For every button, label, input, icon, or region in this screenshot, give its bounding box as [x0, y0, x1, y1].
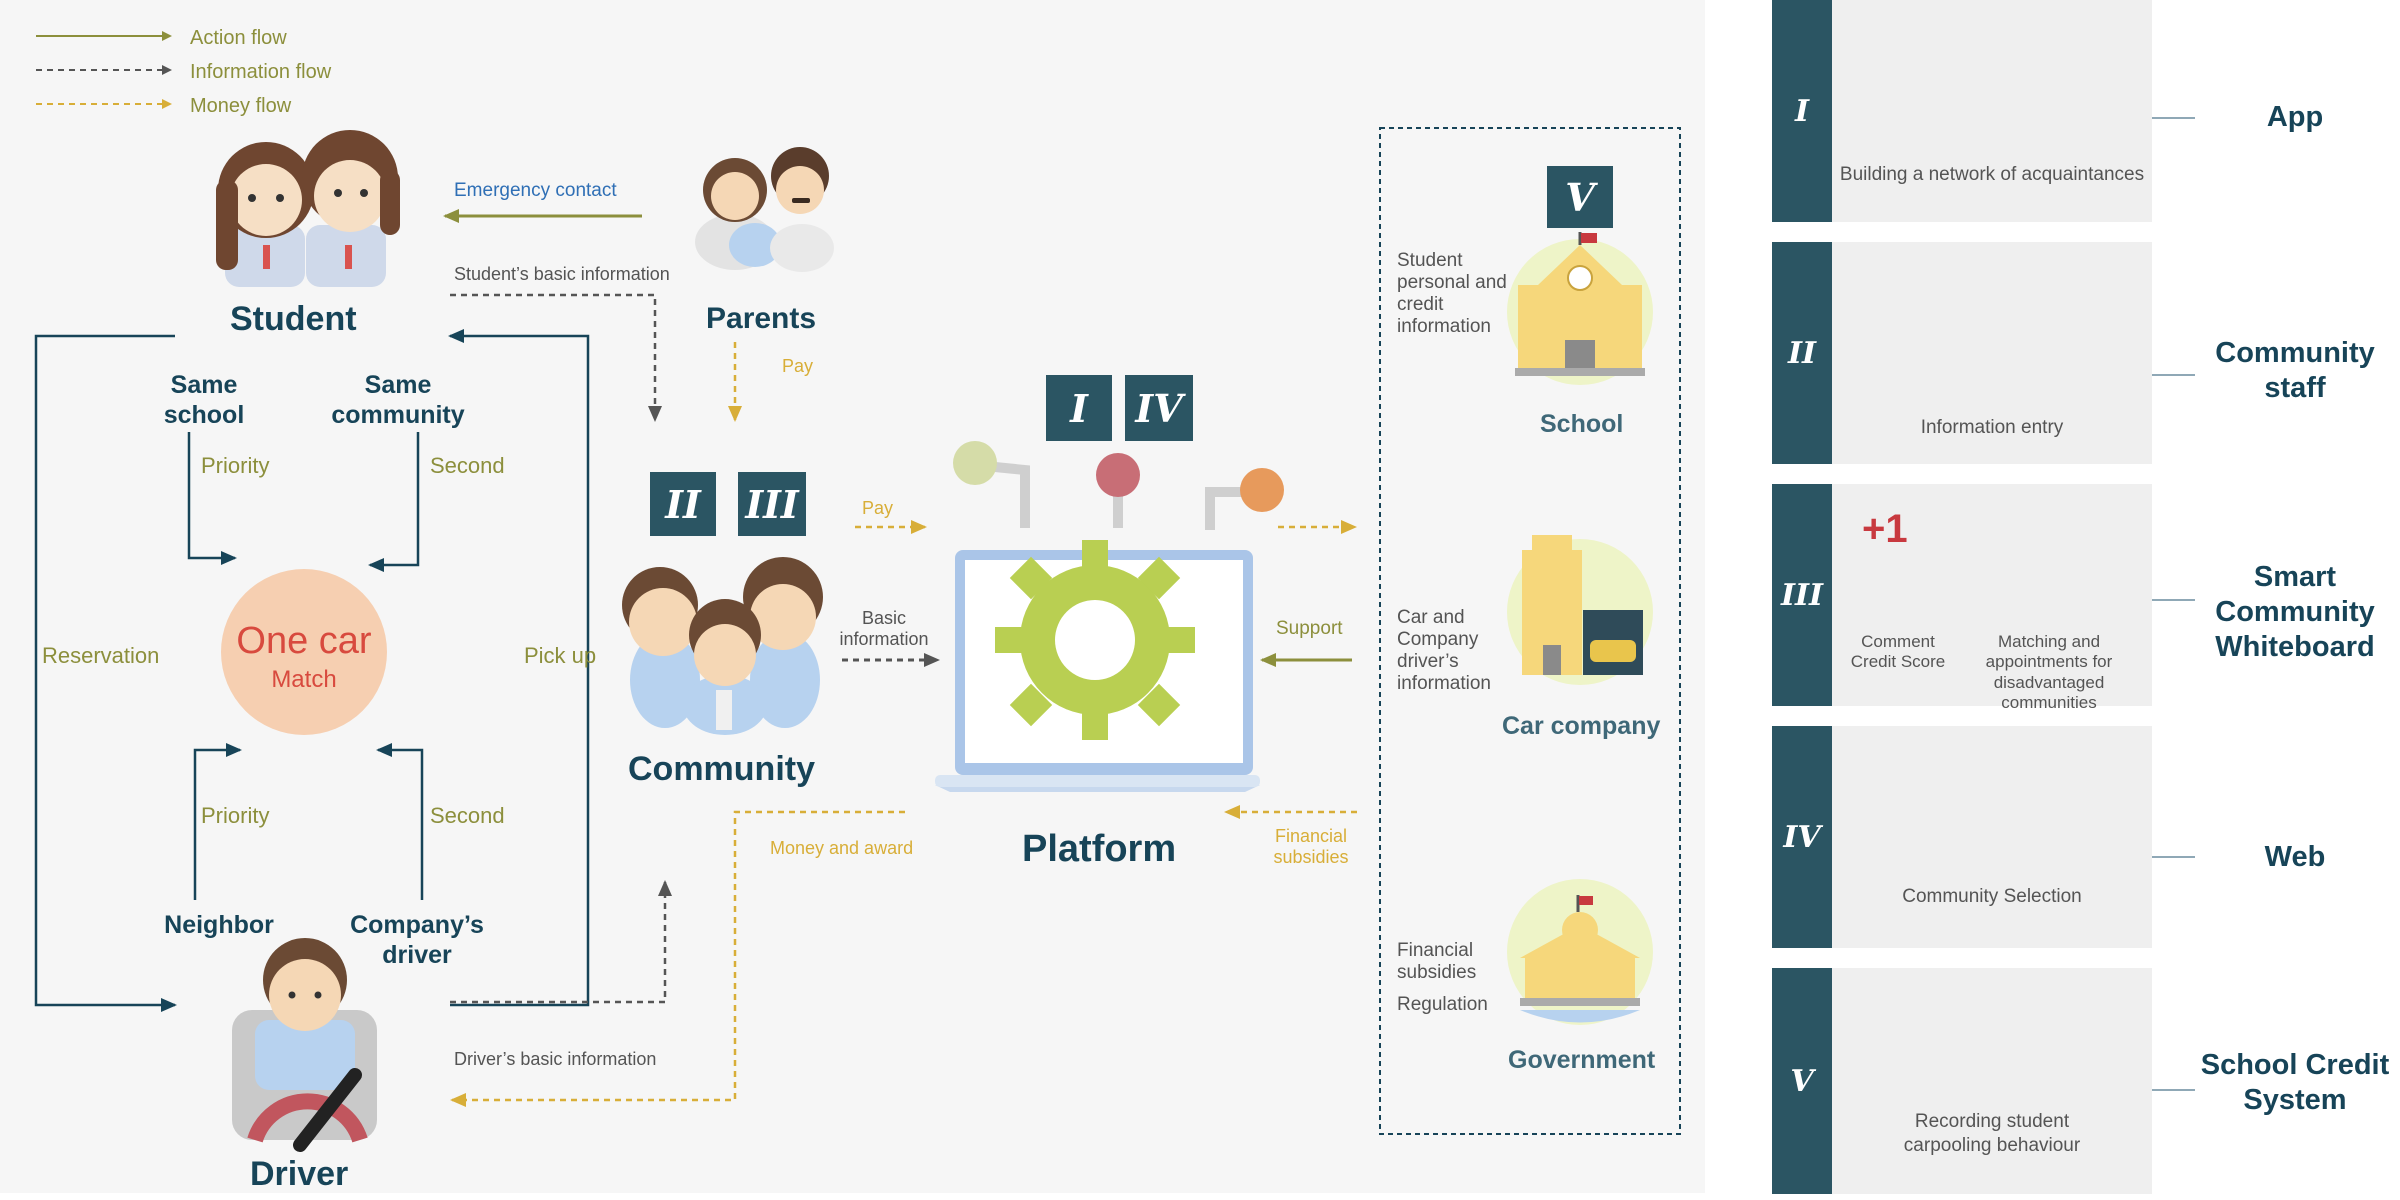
- basic-information-label: Basic information: [839, 608, 929, 649]
- driver-icon: [232, 938, 377, 1152]
- card-i-body: [1832, 0, 2152, 222]
- same-school-label: Same school: [163, 371, 245, 429]
- platform-laptop-icon: [935, 441, 1284, 792]
- card-iv-body: [1832, 726, 2152, 948]
- node-orange: [1240, 468, 1284, 512]
- card-iii-caption-left: Comment Credit Score: [1850, 632, 1946, 672]
- emergency-contact-label: Emergency contact: [454, 180, 617, 201]
- student-priority-label: Priority: [201, 453, 270, 478]
- legend-action-label: Action flow: [190, 27, 287, 49]
- money-award-arrow: [450, 810, 905, 1107]
- card-iii-title: Smart Community Whiteboard: [2215, 561, 2375, 663]
- card-i-numeral: I: [1772, 0, 1832, 222]
- student-basic-info-label: Student’s basic information: [454, 264, 670, 284]
- card-v-caption: Recording student carpooling behaviour: [1903, 1111, 2081, 1156]
- card-iii-numeral: III: [1772, 484, 1832, 706]
- match-title: One car: [236, 620, 372, 662]
- card-ii-caption: Information entry: [1920, 417, 2064, 438]
- roman-v-box: V: [1547, 166, 1613, 228]
- pickup-path: [448, 329, 590, 1007]
- car-company-label: Car company: [1502, 712, 1661, 740]
- school-label: School: [1540, 410, 1624, 438]
- card-ii-body: [1832, 242, 2152, 464]
- card-v-body: [1832, 968, 2152, 1194]
- money-and-award-label: Money and award: [770, 838, 914, 858]
- student-info-arrow: [450, 293, 662, 422]
- reservation-path: [34, 334, 177, 1012]
- card-i-title: App: [2266, 101, 2324, 133]
- driver-second-label: Second: [430, 803, 505, 828]
- support-label: Support: [1276, 618, 1343, 639]
- gov-regulation-label: Regulation: [1397, 994, 1488, 1015]
- match-subtitle: Match: [271, 666, 337, 693]
- stakeholders-box: [1379, 127, 1681, 1135]
- card-iv-caption: Community Selection: [1902, 886, 2082, 907]
- student-second-connector: [368, 432, 420, 572]
- pick-up-label: Pick up: [524, 643, 597, 668]
- match-circle: [221, 569, 387, 735]
- financial-subsidies-flow-label: Financial subsidies: [1273, 826, 1349, 867]
- student-icon: [216, 130, 400, 287]
- card-v-numeral: V: [1772, 968, 1832, 1194]
- student-priority-connector: [187, 432, 237, 565]
- card-iv-numeral: IV: [1772, 726, 1832, 948]
- community-icon: [622, 557, 823, 735]
- roman-ii-box: II: [650, 472, 716, 536]
- driver-priority-connector: [193, 743, 242, 900]
- driver-basic-info-label: Driver’s basic information: [454, 1049, 657, 1069]
- community-pay-label: Pay: [862, 498, 894, 518]
- parents-label: Parents: [706, 302, 817, 335]
- card-ii-title: Community staff: [2215, 337, 2375, 404]
- driver-second-connector: [376, 743, 424, 900]
- neighbor-label: Neighbor: [164, 911, 274, 939]
- node-red: [1096, 453, 1140, 497]
- car-info-label: Car and Company driver’s information: [1397, 607, 1491, 694]
- community-label: Community: [628, 750, 815, 788]
- driver-priority-label: Priority: [201, 803, 270, 828]
- government-icon: [1507, 879, 1653, 1025]
- reservation-label: Reservation: [42, 643, 160, 668]
- school-info-label: Student personal and credit information: [1397, 250, 1507, 337]
- driver-info-arrow: [450, 880, 672, 1004]
- roman-i-box: I: [1046, 375, 1112, 441]
- roman-iii-box: III: [738, 472, 806, 536]
- parents-pay-label: Pay: [782, 356, 814, 376]
- card-iv-title: Web: [2264, 841, 2326, 873]
- node-green: [953, 441, 997, 485]
- student-label: Student: [230, 300, 357, 338]
- card-iii-caption-right: Matching and appointments for disadvanta…: [1985, 632, 2113, 713]
- same-community-label: Same community: [331, 371, 465, 429]
- gov-subsidies-label: Financial subsidies: [1397, 940, 1477, 983]
- school-icon: [1507, 232, 1653, 385]
- roman-iv-box: IV: [1125, 375, 1193, 441]
- legend-information-label: Information flow: [190, 61, 332, 83]
- card-i-caption: Building a network of acquaintances: [1839, 164, 2145, 185]
- legend-lines: [36, 31, 172, 109]
- student-second-label: Second: [430, 453, 505, 478]
- car-company-icon: [1507, 535, 1653, 685]
- platform-label: Platform: [1022, 828, 1177, 870]
- driver-label: Driver: [250, 1155, 349, 1193]
- card-iii-badge: +1: [1862, 507, 1908, 551]
- legend-money-label: Money flow: [190, 95, 292, 117]
- parents-icon: [695, 147, 834, 272]
- gear-icon: [995, 540, 1195, 740]
- government-label: Government: [1508, 1046, 1656, 1074]
- card-ii-numeral: II: [1772, 242, 1832, 464]
- card-v-title: School Credit System: [2200, 1049, 2390, 1116]
- company-driver-label: Company’s driver: [350, 911, 484, 969]
- card-iii-body: [1832, 484, 2152, 706]
